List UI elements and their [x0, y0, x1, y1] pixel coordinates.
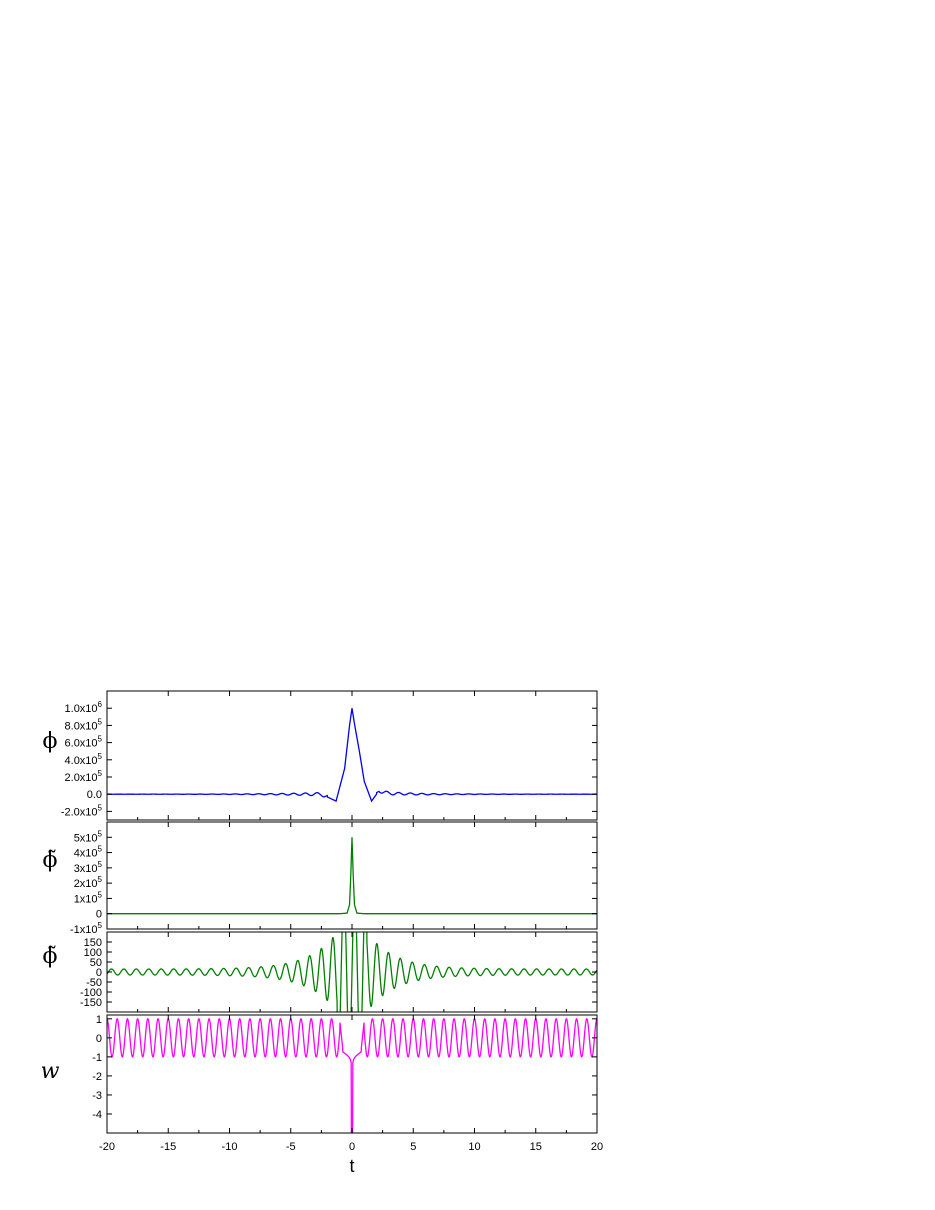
y-axis-label: ϕ̃	[43, 848, 58, 873]
series-line-1	[107, 708, 597, 803]
y-tick-label: 2.0x105	[65, 769, 103, 784]
y-tick-label: 2x105	[74, 875, 103, 890]
y-tick-label: 1.0x106	[65, 700, 103, 715]
x-tick-label: -15	[160, 1141, 176, 1153]
panel-4: 1 0 -1 -2 -3 -4 w	[41, 1014, 598, 1134]
y-tick-label: -4	[92, 1109, 102, 1121]
y-axis-label: ϕ	[43, 729, 58, 754]
y-tick-label: -1	[92, 1052, 102, 1064]
y-axis-label: w	[41, 1059, 60, 1084]
y-tick-label: 0	[96, 909, 102, 921]
y-tick-label: -2	[92, 1071, 102, 1083]
y-tick-label: 1x105	[74, 890, 103, 905]
y-tick-label: 0	[96, 1033, 102, 1045]
series-line-3	[107, 932, 597, 1012]
y-tick-label: -1x105	[70, 921, 103, 936]
series-line-2	[107, 837, 597, 915]
series-line-4	[107, 1017, 597, 1133]
y-tick-label: 3x105	[74, 860, 103, 875]
y-tick-label: -2.0x105	[61, 803, 103, 818]
y-tick-label: 1	[96, 1014, 102, 1026]
y-tick-label: 0	[96, 967, 102, 979]
x-tick-label: -20	[99, 1141, 115, 1153]
y-tick-label: 0.0	[87, 789, 102, 801]
x-axis: -20 -15 -10 -5 0 5 10 15 20	[99, 1141, 603, 1153]
x-tick-label: 10	[468, 1141, 480, 1153]
x-tick-label: -5	[286, 1141, 296, 1153]
y-tick-label: -50	[86, 977, 102, 989]
y-tick-label: -100	[80, 987, 102, 999]
x-tick-label: 0	[349, 1141, 355, 1153]
x-tick-label: -10	[222, 1141, 238, 1153]
y-tick-label: -3	[92, 1090, 102, 1102]
y-tick-label: 8.0x105	[65, 717, 103, 732]
y-axis-label: ϕ̃	[43, 944, 58, 969]
y-tick-label: 6.0x105	[65, 735, 103, 750]
y-tick-label: 50	[90, 957, 102, 969]
y-tick-label: 4x105	[74, 845, 103, 860]
x-axis-label: t	[349, 1156, 354, 1176]
y-tick-label: 150	[84, 937, 102, 949]
x-tick-label: 15	[530, 1141, 542, 1153]
x-tick-label: 5	[410, 1141, 416, 1153]
panel-1: 1.0x106 8.0x105 6.0x105 4.0x105 2.0x105 0.0 -2…	[43, 690, 598, 821]
y-tick-label: 100	[84, 947, 102, 959]
panels: 1.0x106 8.0x105 6.0x105 4.0x105 2.0x105 0.0 -2…	[41, 690, 598, 1134]
x-tick-label: 20	[591, 1141, 603, 1153]
y-tick-label: -150	[80, 997, 102, 1009]
y-tick-label: 4.0x105	[65, 752, 103, 767]
y-tick-label: 5x105	[74, 829, 103, 844]
